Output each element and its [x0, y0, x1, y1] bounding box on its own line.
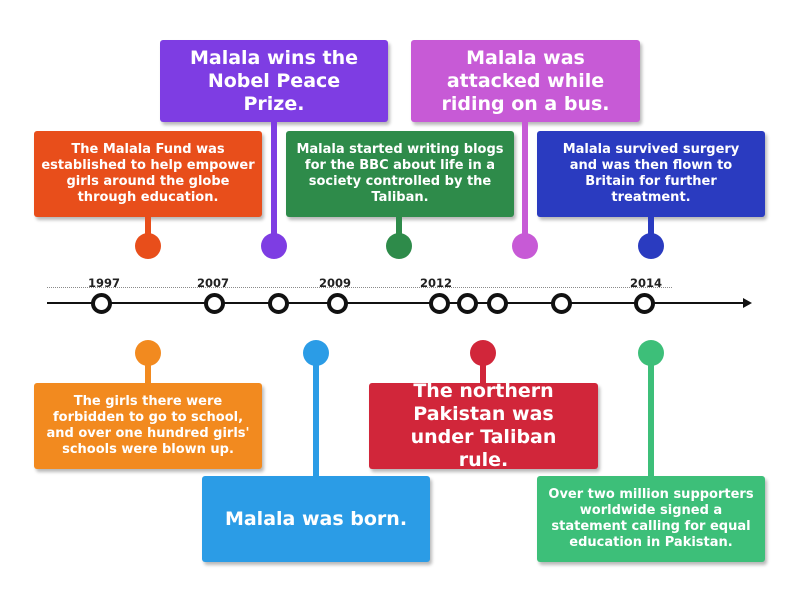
event-card-malala-fund: The Malala Fund was established to help … [34, 131, 262, 217]
timeline-node [487, 293, 508, 314]
event-card-bbc-blogs: Malala started writing blogs for the BBC… [286, 131, 514, 217]
timeline-node [551, 293, 572, 314]
year-label-1997: 1997 [87, 276, 120, 290]
marker-bbc-blogs [386, 233, 412, 259]
timeline-node [327, 293, 348, 314]
marker-surgery [638, 233, 664, 259]
connector-surgery [648, 217, 654, 245]
marker-nobel-prize [261, 233, 287, 259]
timeline-node [268, 293, 289, 314]
connector-born [313, 356, 319, 478]
event-card-born: Malala was born. [202, 476, 430, 562]
year-label-2009: 2009 [318, 276, 351, 290]
event-card-surgery: Malala survived surgery and was then flo… [537, 131, 765, 217]
timeline-node [634, 293, 655, 314]
timeline-node [204, 293, 225, 314]
timeline-axis [47, 302, 747, 304]
year-label-2014: 2014 [629, 276, 662, 290]
connector-bbc-blogs [396, 217, 402, 245]
timeline-node [429, 293, 450, 314]
timeline-node [457, 293, 478, 314]
connector-nobel-prize [271, 122, 277, 246]
timeline-arrowhead [743, 298, 752, 308]
year-label-2007: 2007 [196, 276, 229, 290]
timeline-node [91, 293, 112, 314]
connector-bus-attack [522, 122, 528, 246]
year-label-2012: 2012 [419, 276, 452, 290]
connector-malala-fund [145, 217, 151, 245]
marker-malala-fund [135, 233, 161, 259]
event-card-nobel-prize: Malala wins the Nobel Peace Prize. [160, 40, 388, 122]
connector-taliban-rule [480, 356, 486, 384]
connector-schools-blown-up [145, 356, 151, 384]
event-card-bus-attack: Malala was attacked while riding on a bu… [411, 40, 640, 122]
connector-petition [648, 356, 654, 478]
marker-bus-attack [512, 233, 538, 259]
timeline-dotted-guide [47, 287, 672, 288]
event-card-schools-blown-up: The girls there were forbidden to go to … [34, 383, 262, 469]
event-card-petition: Over two million supporters worldwide si… [537, 476, 765, 562]
event-card-taliban-rule: The northern Pakistan was under Taliban … [369, 380, 598, 471]
